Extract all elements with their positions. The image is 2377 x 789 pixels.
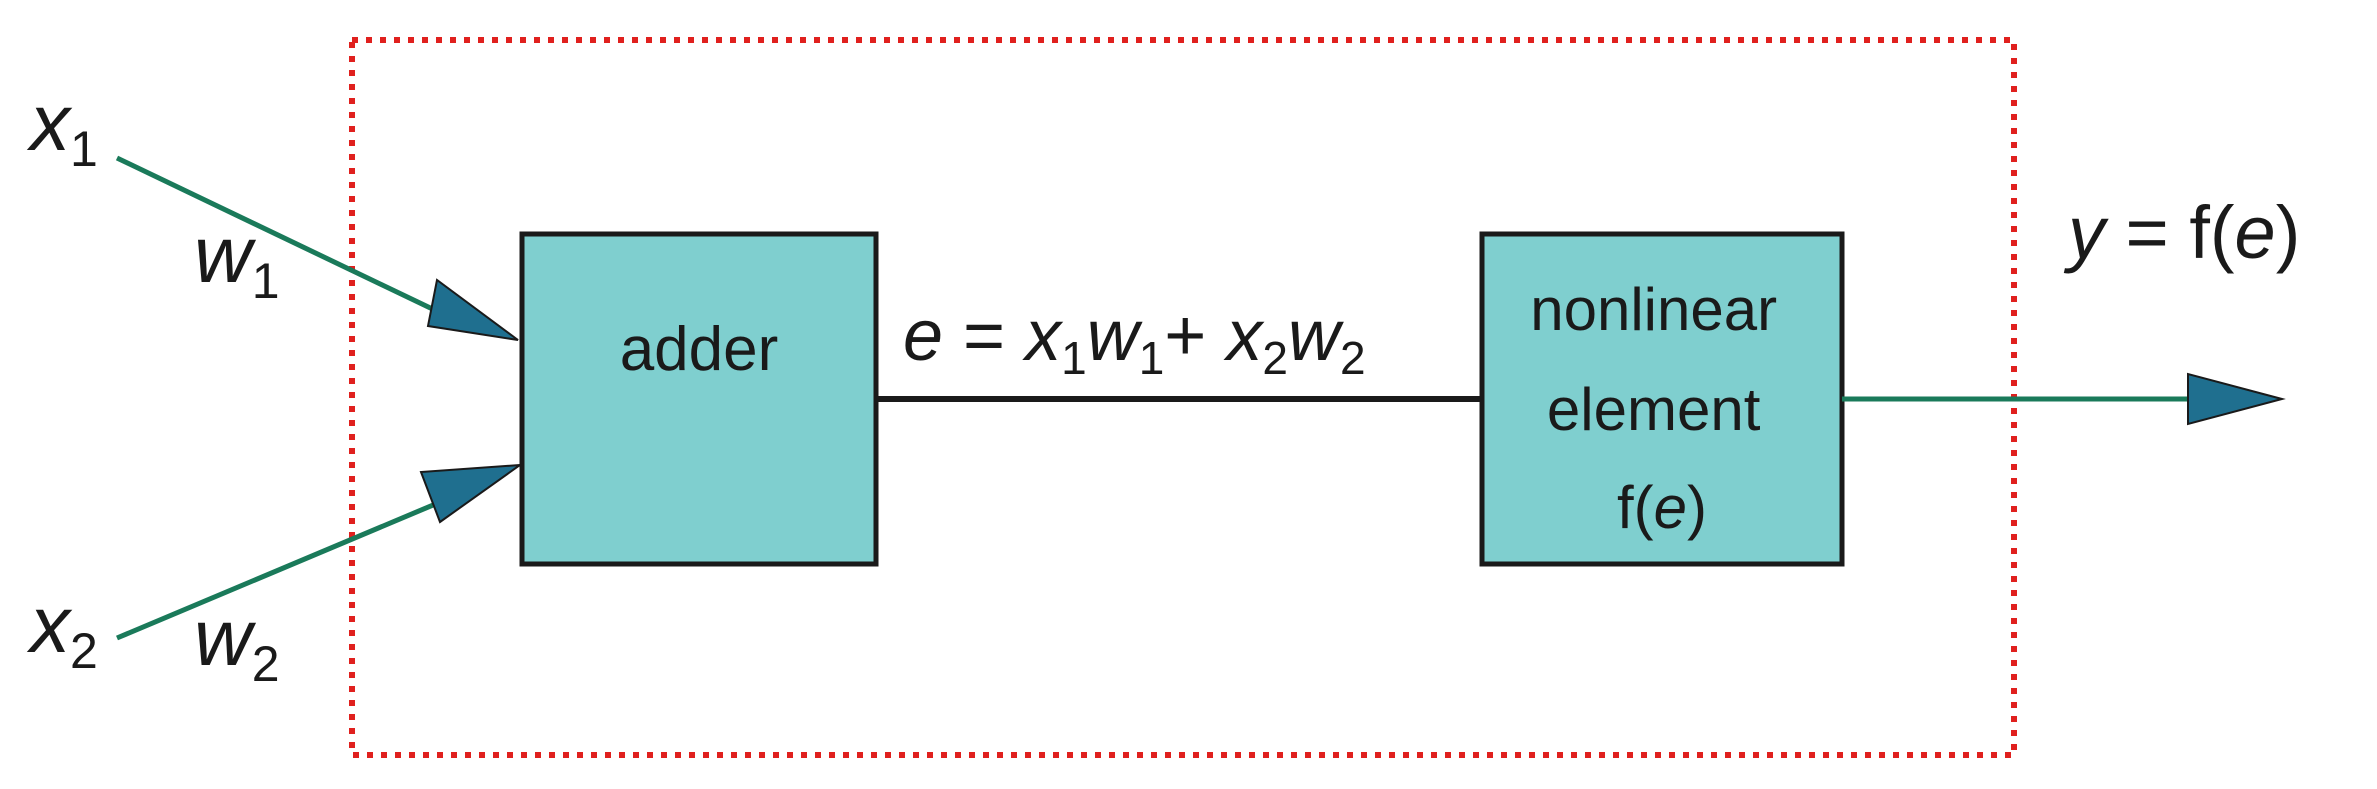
input-label-x2: x2	[26, 580, 98, 679]
nonlinear-label: nonlinear element f(e)	[1530, 276, 1794, 541]
output-label: y = f(e)	[2063, 191, 2300, 274]
nonlinear-box	[1479, 231, 1845, 567]
sum-expression: e = x1w1+ x2w2	[903, 296, 1366, 384]
input-line-x1	[115, 155, 447, 318]
weight-label-w1: w1	[194, 210, 280, 309]
input-arrowhead-1	[426, 278, 519, 341]
weight-label-w2: w2	[194, 593, 280, 692]
input-arrowhead-2	[419, 463, 524, 524]
adder-box	[519, 231, 879, 567]
output-arrowhead	[2187, 372, 2286, 426]
adder-label: adder	[620, 315, 779, 384]
input-line-x2	[116, 497, 446, 641]
input-label-x1: x1	[26, 78, 98, 177]
